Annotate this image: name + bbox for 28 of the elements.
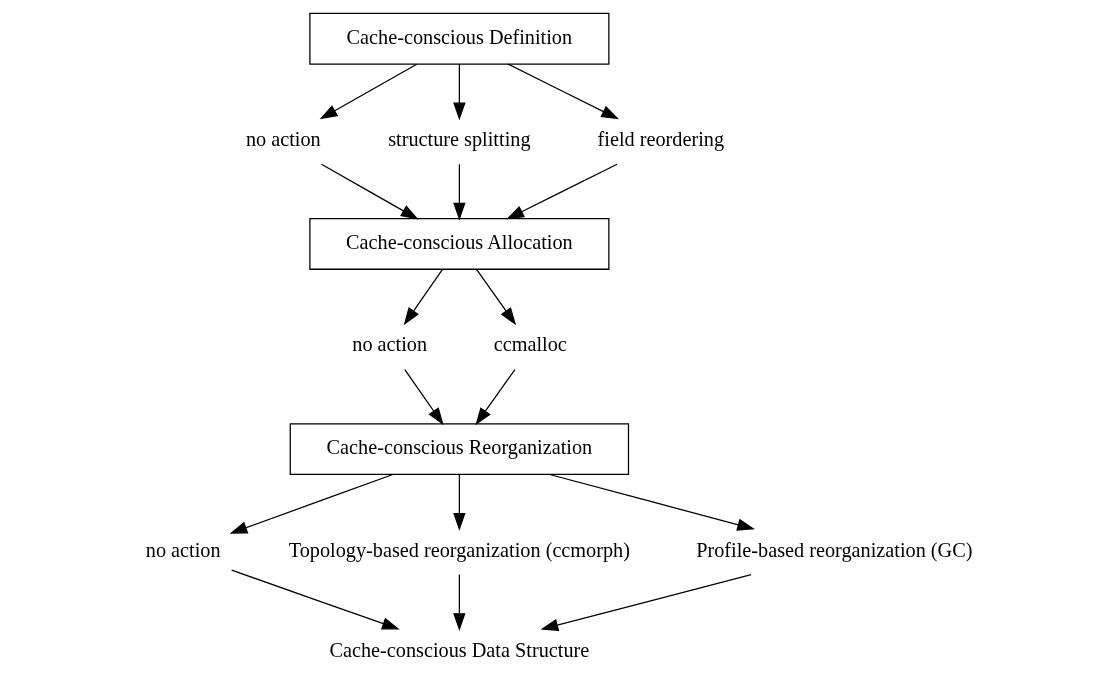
arrow xyxy=(505,163,618,220)
node-text: Cache-conscious Data Structure xyxy=(328,638,589,661)
arrow xyxy=(540,574,752,631)
arrow xyxy=(229,473,393,534)
arrow xyxy=(452,574,466,631)
node-text: no action xyxy=(145,538,221,561)
node-text: no action xyxy=(245,128,321,151)
node-box: Cache-conscious Definition xyxy=(308,12,609,65)
arrow xyxy=(452,474,466,531)
node-text: structure splitting xyxy=(387,128,531,151)
arrow xyxy=(452,63,466,121)
node-text: Topology-based reorganization (ccmorph) xyxy=(288,538,630,561)
node-text: Profile-based reorganization (GC) xyxy=(695,538,972,561)
arrow xyxy=(403,268,443,326)
arrow xyxy=(507,63,619,120)
arrow xyxy=(230,569,400,630)
arrow xyxy=(452,163,466,221)
arrow xyxy=(474,368,516,426)
node-text: no action xyxy=(351,333,427,356)
arrow xyxy=(319,63,417,120)
arrow xyxy=(320,163,419,220)
node-box: Cache-conscious Allocation xyxy=(308,217,609,270)
node-box: Cache-conscious Reorganization xyxy=(289,423,629,476)
arrow xyxy=(403,368,444,426)
node-text: field reordering xyxy=(597,128,724,151)
node-text: ccmalloc xyxy=(493,333,567,356)
arrow xyxy=(548,473,755,531)
arrow xyxy=(475,268,516,326)
